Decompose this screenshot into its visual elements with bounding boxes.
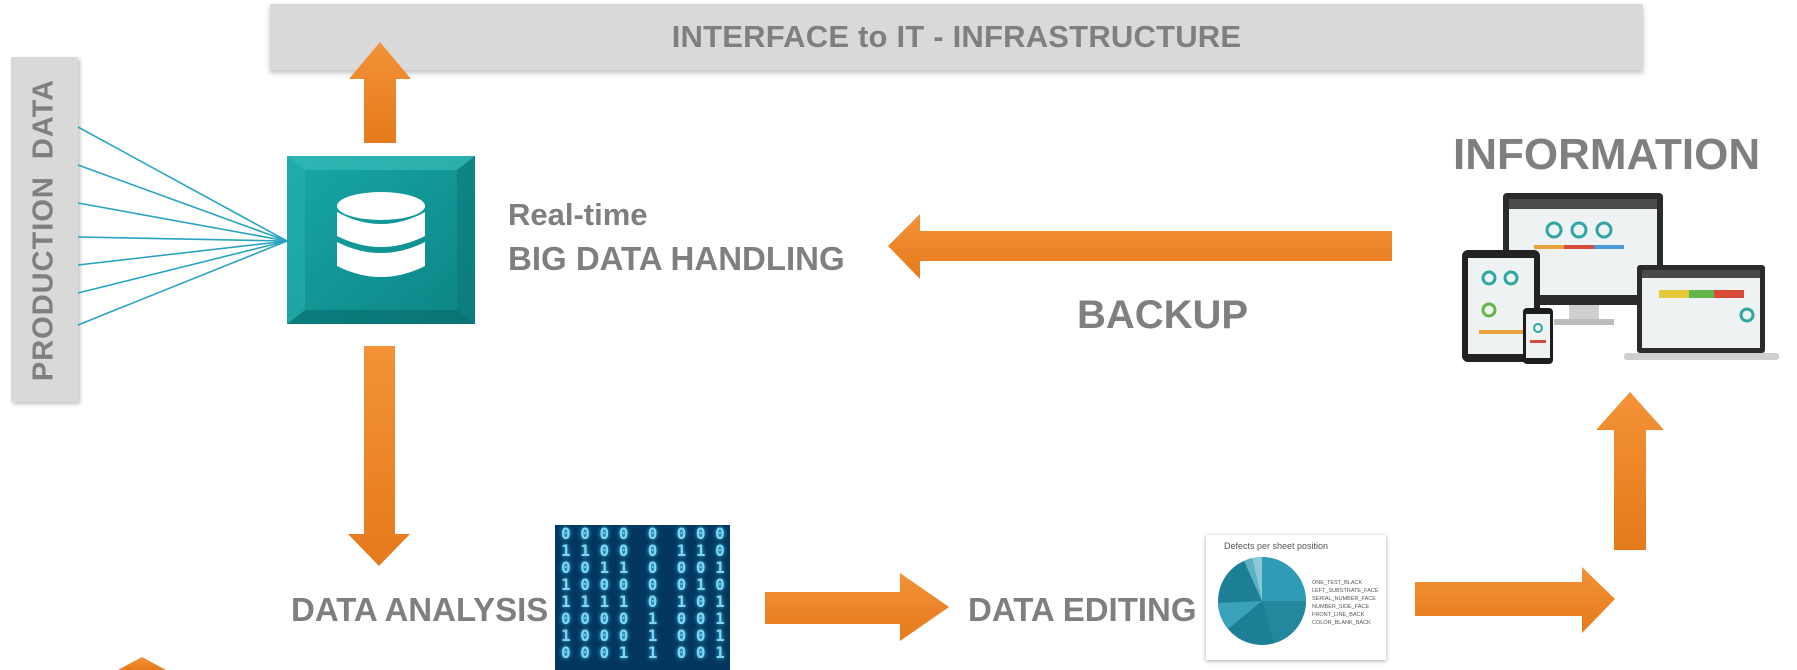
db-label-line1: Real-time (508, 197, 648, 232)
database-tile (287, 156, 475, 324)
arrow-editing-right (1415, 567, 1615, 633)
backup-label: BACKUP (1077, 293, 1249, 337)
binary-data-image: 0 0 0 0 0 0 0 0 1 1 0 0 0 1 1 0 0 0 1 1 … (555, 525, 730, 670)
binary-row: 1 1 1 1 0 1 0 1 (561, 592, 725, 611)
production-data-lines (77, 126, 288, 326)
defects-pie-card: Defects per sheet position ONE_TEST_BLAC… (1206, 535, 1386, 660)
binary-row: 0 0 0 0 1 0 0 1 (561, 609, 725, 628)
legend-item: LEFT_SUBSTRATE_FACE (1312, 588, 1379, 594)
arrow-up-to-information (1596, 392, 1664, 550)
information-title: INFORMATION (1453, 130, 1761, 179)
binary-row: 1 0 0 0 0 0 1 0 (561, 575, 725, 594)
production-data-bar (11, 57, 78, 402)
binary-row: 1 1 0 0 0 1 1 0 (561, 541, 725, 560)
banner-text: INTERFACE to IT - INFRASTRUCTURE (671, 19, 1242, 54)
legend-item: FRONT_LINE_BACK (1312, 612, 1365, 618)
binary-row: 0 0 1 1 0 0 0 1 (561, 558, 725, 577)
binary-row: 1 0 0 0 1 0 0 1 (561, 626, 725, 645)
legend-item: SERIAL_NUMBER_FACE (1312, 596, 1376, 602)
pie-chart (1218, 556, 1306, 645)
arrow-up-to-infrastructure (349, 42, 411, 143)
legend-item: COLOR_BLANK_BACK (1312, 620, 1371, 626)
arrow-analysis-to-editing (765, 573, 949, 641)
devices-image (1459, 190, 1796, 372)
pie-chart-title: Defects per sheet position (1224, 541, 1329, 551)
arrow-down-to-analysis (348, 346, 410, 566)
data-editing-label: DATA EDITING (968, 591, 1197, 628)
data-analysis-label: DATA ANALYSIS (291, 591, 549, 628)
binary-row: 0 0 0 1 1 0 0 1 (561, 643, 725, 662)
arrow-partial-corner (118, 657, 166, 670)
legend-item: NUMBER_SIDE_FACE (1312, 604, 1370, 610)
pie-legend: ONE_TEST_BLACK LEFT_SUBSTRATE_FACE SERIA… (1312, 579, 1379, 627)
binary-row: 0 0 0 0 0 0 0 0 (561, 525, 725, 543)
legend-item: ONE_TEST_BLACK (1312, 580, 1363, 586)
it-infrastructure-banner: INTERFACE to IT - INFRASTRUCTURE (270, 4, 1643, 70)
database-icon (287, 156, 475, 324)
arrow-backup-left (888, 214, 1392, 279)
db-label-line2: BIG DATA HANDLING (508, 240, 845, 277)
